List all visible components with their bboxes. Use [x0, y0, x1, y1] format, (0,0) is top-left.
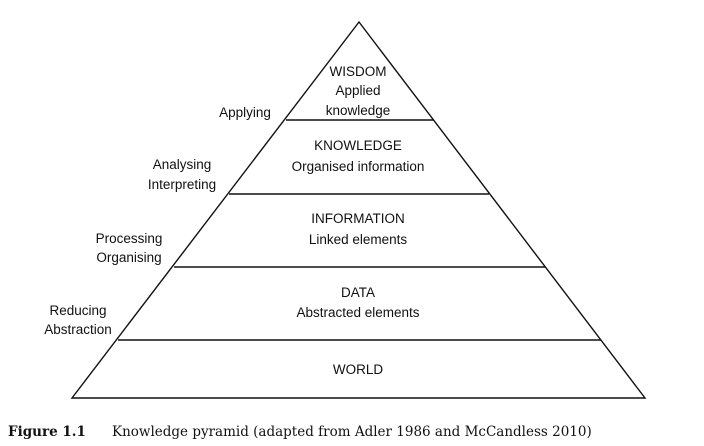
level-knowledge: KNOWLEDGE Organised information — [292, 138, 425, 174]
level-information-subtitle: Linked elements — [309, 232, 408, 247]
figure-caption-text: Knowledge pyramid (adapted from Adler 19… — [112, 424, 592, 440]
figure-caption: Figure 1.1 Knowledge pyramid (adapted fr… — [8, 424, 592, 440]
side-label-analysing-line2: Interpreting — [148, 177, 216, 192]
level-information: INFORMATION Linked elements — [309, 211, 408, 247]
side-label-reducing: Reducing Abstraction — [44, 303, 112, 337]
side-label-reducing-line2: Abstraction — [44, 322, 112, 337]
level-knowledge-title: KNOWLEDGE — [314, 138, 402, 153]
level-wisdom-title: WISDOM — [330, 64, 387, 79]
level-world-title: WORLD — [333, 362, 384, 377]
level-data: DATA Abstracted elements — [296, 285, 419, 320]
level-world: WORLD — [333, 362, 384, 377]
level-data-subtitle: Abstracted elements — [296, 305, 419, 320]
level-wisdom-subtitle-line2: knowledge — [326, 103, 391, 118]
side-label-applying: Applying — [219, 105, 271, 120]
level-data-title: DATA — [341, 285, 375, 300]
side-label-processing-line1: Processing — [96, 231, 163, 246]
figure-caption-label: Figure 1.1 — [8, 424, 86, 440]
side-label-analysing: Analysing Interpreting — [148, 157, 216, 192]
side-label-processing-line2: Organising — [96, 250, 161, 265]
level-wisdom-subtitle-line1: Applied — [335, 83, 380, 98]
side-label-applying-line1: Applying — [219, 105, 271, 120]
level-information-title: INFORMATION — [311, 211, 405, 226]
level-wisdom: WISDOM Applied knowledge — [326, 64, 391, 118]
level-knowledge-subtitle: Organised information — [292, 159, 425, 174]
side-label-analysing-line1: Analysing — [153, 157, 212, 172]
side-label-processing: Processing Organising — [96, 231, 163, 265]
side-label-reducing-line1: Reducing — [49, 303, 106, 318]
pyramid-outline — [70, 20, 647, 399]
